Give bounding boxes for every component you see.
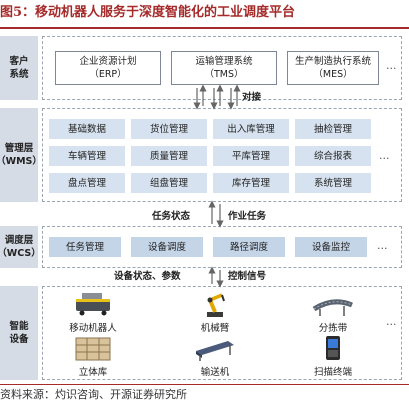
device-robotic-arm: 机械臂 (179, 291, 251, 334)
device-label: 扫描终端 (313, 367, 352, 378)
customer-layer-label-line2: 系统 (9, 69, 29, 80)
title-divider (0, 27, 409, 29)
wms-module: 货位管理 (131, 119, 207, 139)
devices-layer-label: 智能 设备 (0, 286, 38, 380)
scanning-terminal-icon (310, 335, 356, 361)
device-scanning-terminal: 扫描终端 (297, 335, 369, 378)
source-divider (0, 384, 409, 385)
tms-system-box: 运输管理系统 （TMS） (171, 51, 277, 85)
customer-layer-label-line1: 客户 (9, 56, 29, 67)
wcs-module: 路径调度 (213, 237, 285, 257)
wms-module: 系统管理 (295, 173, 371, 193)
device-stereo-warehouse: 立体库 (57, 335, 129, 378)
device-label: 立体库 (78, 367, 108, 378)
erp-name: 企业资源计划 (79, 56, 137, 67)
customer-ellipsis: ... (386, 59, 397, 72)
wms-module: 综合报表 (295, 146, 371, 166)
customer-layer-panel: 企业资源计划 （ERP） 运输管理系统 （TMS） 生产制造执行系统 （MES）… (42, 36, 402, 100)
device-conveyor: 输送机 (179, 335, 251, 378)
wms-module: 抽检管理 (295, 119, 371, 139)
wms-module: 库存管理 (213, 173, 289, 193)
control-signal-label: 控制信号 (228, 271, 267, 282)
wms-module: 组盘管理 (131, 173, 207, 193)
wms-layer-label-line2: （WMS） (0, 156, 38, 167)
docking-label: 对接 (242, 92, 262, 103)
device-sorting-belt: 分拣带 (297, 291, 369, 334)
device-status-label: 设备状态、参数 (114, 271, 181, 282)
wcs-module: 设备监控 (295, 237, 367, 257)
device-label: 机械臂 (200, 323, 230, 334)
mes-name: 生产制造执行系统 (294, 56, 371, 67)
devices-layer-label-line1: 智能 (9, 321, 29, 332)
device-label: 分拣带 (318, 323, 348, 334)
wms-ellipsis: ... (379, 149, 390, 162)
wms-layer-label-line1: 管理层 (4, 143, 34, 154)
wms-module: 基础数据 (49, 119, 125, 139)
customer-layer-label: 客户 系统 (0, 36, 38, 100)
wcs-module: 任务管理 (49, 237, 121, 257)
wcs-layer-label: 调度层 （WCS） (0, 226, 38, 268)
wms-module: 出入库管理 (213, 119, 289, 139)
task-status-label: 任务状态 (152, 211, 191, 222)
wcs-ellipsis: ... (377, 239, 388, 252)
erp-system-box: 企业资源计划 （ERP） (55, 51, 161, 85)
wms-module: 盘点管理 (49, 173, 125, 193)
source-note: 资料来源：灼识咨询、开源证券研究所 (0, 388, 187, 401)
wcs-layer-label-line1: 调度层 (4, 235, 34, 246)
wms-module: 平库管理 (213, 146, 289, 166)
tms-abbr: （TMS） (204, 69, 244, 80)
devices-layer-label-line2: 设备 (9, 334, 29, 345)
mobile-robot-icon (70, 291, 116, 317)
device-label: 移动机器人 (69, 323, 117, 334)
mes-system-box: 生产制造执行系统 （MES） (287, 51, 379, 85)
wms-module: 质量管理 (131, 146, 207, 166)
conveyor-icon (192, 335, 238, 361)
wcs-device-arrows (208, 266, 224, 288)
docking-arrows (193, 84, 241, 110)
sorting-belt-icon (310, 291, 356, 317)
erp-abbr: （ERP） (89, 69, 127, 80)
device-mobile-robot: 移动机器人 (57, 291, 129, 334)
wms-layer-panel: 基础数据 货位管理 出入库管理 抽检管理 车辆管理 质量管理 平库管理 综合报表… (42, 108, 402, 202)
stereo-warehouse-icon (70, 335, 116, 361)
figure-title: 图5：移动机器人服务于深度智能化的工业调度平台 (0, 5, 296, 20)
wms-layer-label: 管理层 （WMS） (0, 108, 38, 202)
work-task-label: 作业任务 (228, 211, 267, 222)
wms-wcs-arrows (208, 200, 224, 228)
device-label: 输送机 (200, 367, 230, 378)
wcs-module: 设备调度 (131, 237, 203, 257)
wcs-layer-label-line2: （WCS） (0, 248, 38, 259)
tms-name: 运输管理系统 (195, 56, 253, 67)
devices-ellipsis: ... (386, 315, 397, 328)
wms-module: 车辆管理 (49, 146, 125, 166)
mes-abbr: （MES） (313, 69, 353, 80)
robotic-arm-icon (192, 291, 238, 317)
